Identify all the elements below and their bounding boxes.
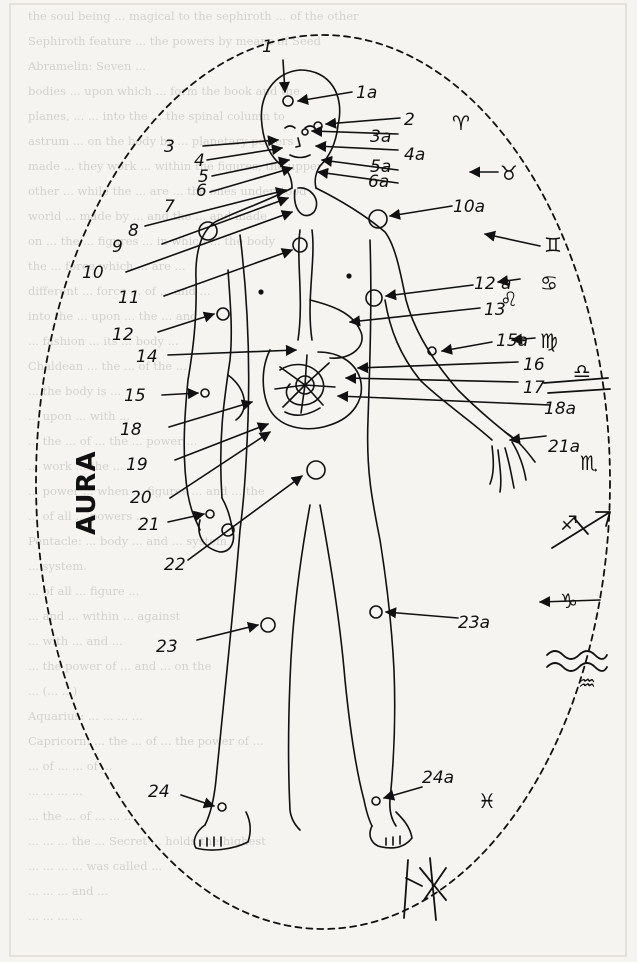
point-23 [261, 618, 275, 632]
point-3a [302, 129, 308, 135]
label-2: 2 [404, 110, 415, 130]
label-10: 10 [82, 263, 104, 283]
aquarius-wave [547, 651, 607, 671]
libra-icon: ♎ [573, 359, 591, 383]
label-23a: 23a [458, 613, 490, 633]
throat-organ [295, 188, 317, 216]
taurus-icon: ♉ [500, 161, 518, 185]
label-24: 24 [148, 782, 170, 802]
belly-curl [228, 375, 244, 420]
label-14: 14 [136, 347, 158, 367]
inner-leg [289, 505, 311, 830]
label-20: 20 [130, 488, 152, 508]
capricorn-icon: ♑ [560, 589, 578, 613]
aquarius-icon: ♒ [578, 671, 596, 695]
label-21: 21 [138, 515, 160, 535]
point-20 [307, 461, 325, 479]
label-9: 9 [112, 237, 123, 257]
label-6a: 6a [368, 172, 389, 192]
label-23: 23 [156, 637, 178, 657]
point-24 [218, 803, 226, 811]
aura-ellipse [36, 35, 610, 929]
human-figure [184, 70, 535, 850]
label-24a: 24a [422, 768, 454, 788]
torso [205, 235, 249, 825]
aries-icon: ♈ [452, 111, 470, 135]
point-12 [217, 308, 229, 320]
point-23a [370, 606, 382, 618]
label-22: 22 [164, 555, 186, 575]
label-1: 1 [262, 37, 273, 57]
point-15 [201, 389, 209, 397]
label-3: 3 [164, 137, 175, 157]
label-17: 17 [523, 378, 545, 398]
label-6: 6 [196, 181, 207, 201]
label-16: 16 [523, 355, 545, 375]
label-4a: 4a [404, 145, 425, 165]
label-1a: 1a [356, 83, 377, 103]
cancer-icon: ♋ [540, 271, 558, 295]
label-3a: 3a [370, 127, 391, 147]
label-15: 15 [124, 386, 146, 406]
label-11: 11 [118, 288, 140, 308]
head [261, 70, 300, 188]
label-7: 7 [164, 197, 175, 217]
spine-channel [298, 230, 313, 340]
label-18: 18 [120, 420, 142, 440]
scorpio-icon: ♏ [580, 451, 598, 475]
face-features [285, 126, 315, 158]
gemini-icon: ♊ [544, 233, 562, 257]
point-2 [314, 122, 322, 130]
aura-label: AURA [72, 450, 102, 535]
point-12a [366, 290, 382, 306]
point-1a [283, 96, 293, 106]
label-15a: 15a [496, 331, 528, 351]
label-12: 12 [112, 325, 134, 345]
left-foot [194, 812, 250, 850]
label-19: 19 [126, 455, 148, 475]
rune-mark [404, 858, 446, 920]
leo-icon: ♌ [500, 287, 518, 311]
right-hand [490, 432, 535, 492]
point-24a [372, 797, 380, 805]
stomach [310, 300, 362, 358]
label-10a: 10a [453, 197, 485, 217]
label-8: 8 [128, 221, 139, 241]
left-hand [199, 498, 234, 552]
label-18a: 18a [544, 399, 576, 419]
pisces-icon: ♓ [478, 789, 496, 813]
virgo-icon: ♍ [540, 329, 558, 353]
point-11 [293, 238, 307, 252]
label-21a: 21a [548, 437, 580, 457]
point-21 [206, 510, 214, 518]
sagittarius-icon: ♐ [560, 511, 578, 535]
